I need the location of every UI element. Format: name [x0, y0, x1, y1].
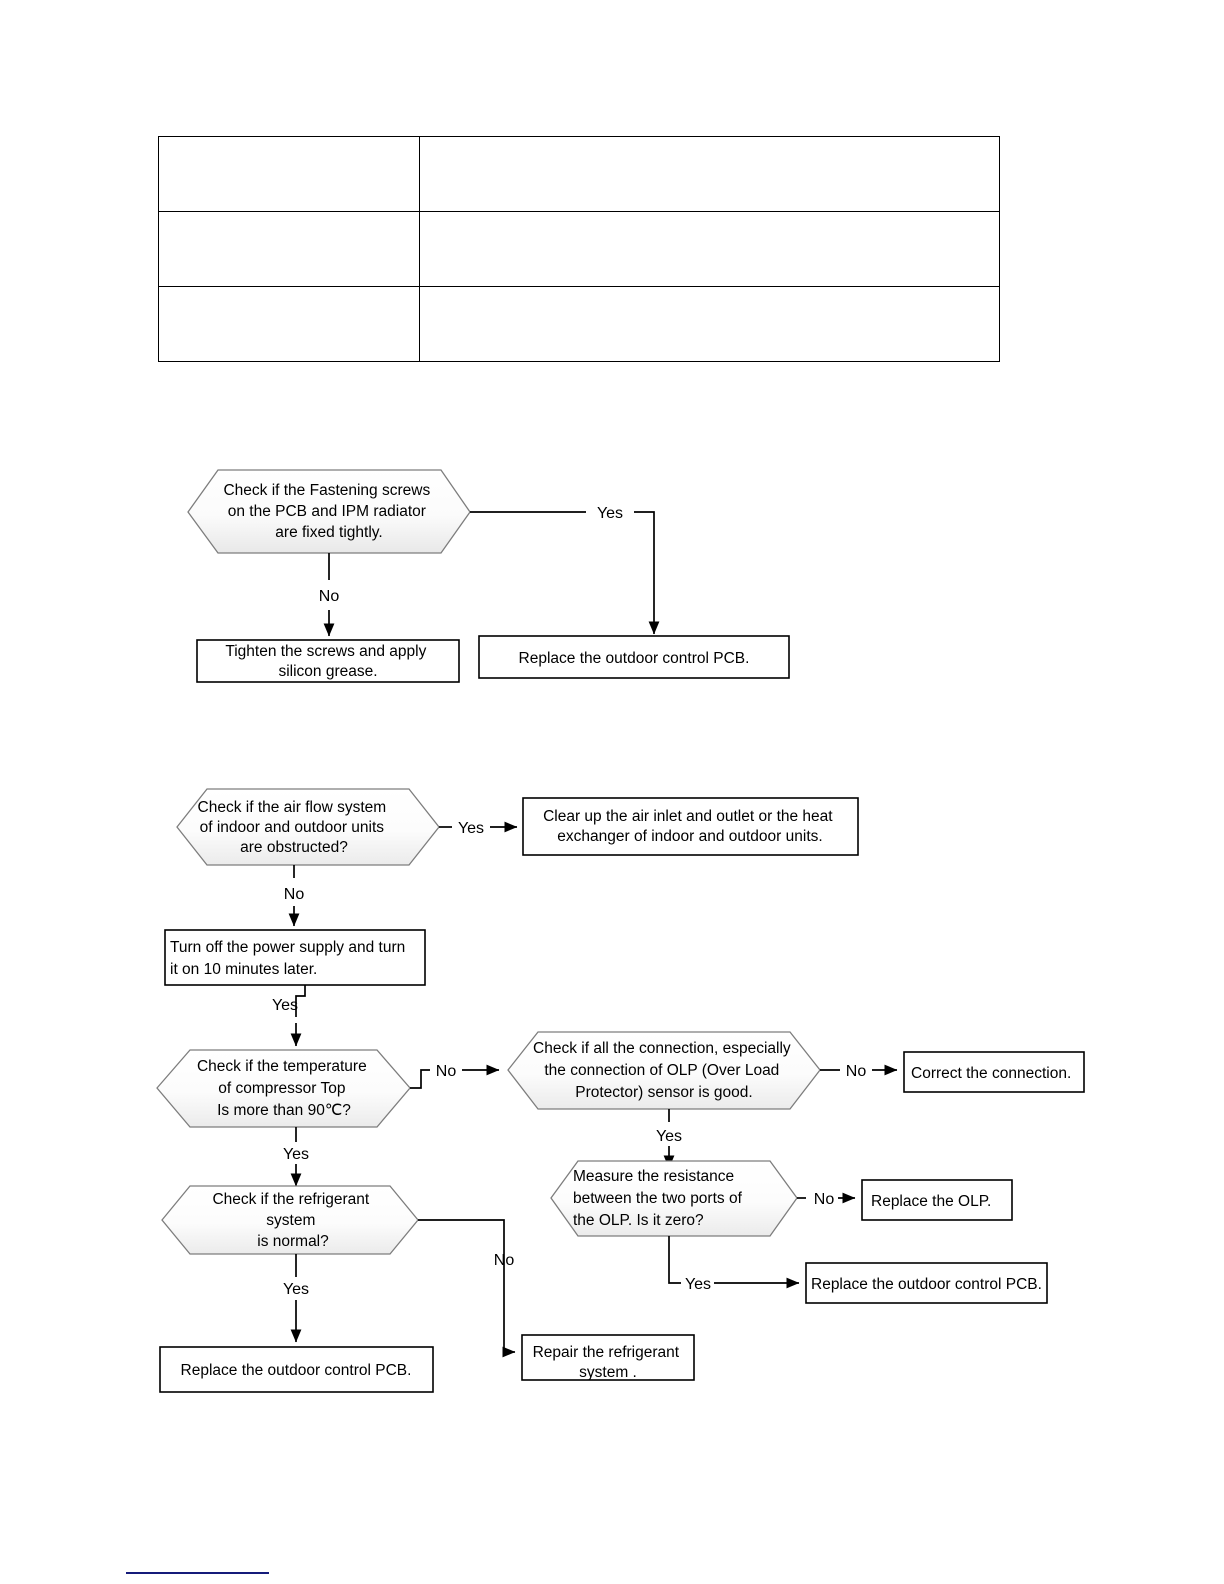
edge-label-no: No — [319, 588, 340, 605]
node-check-connection[interactable]: Check if all the connection, especially … — [507, 1031, 821, 1110]
table-row — [158, 211, 1000, 287]
edge-power-cycle-yes: Yes — [272, 985, 306, 1047]
table-row — [158, 136, 1000, 212]
edge-measure-yes: Yes — [668, 1236, 800, 1293]
node-tighten-screws-text: Tighten the screws and apply silicon gre… — [225, 643, 430, 680]
node-replace-pcb-3-text: Replace the outdoor control PCB. — [181, 1362, 412, 1379]
edge-label-yes: Yes — [656, 1128, 682, 1145]
node-power-cycle-text: Turn off the power supply and turn it on… — [170, 939, 410, 978]
node-check-screws[interactable]: Check if the Fastening screws on the PCB… — [187, 469, 471, 554]
node-measure-resistance[interactable]: Measure the resistance between the two p… — [550, 1160, 798, 1237]
edge-label-yes: Yes — [283, 1146, 309, 1163]
node-tighten-screws[interactable]: Tighten the screws and apply silicon gre… — [196, 639, 460, 683]
edge-label-yes: Yes — [458, 820, 484, 837]
node-replace-pcb-2[interactable]: Replace the outdoor control PCB. — [805, 1262, 1048, 1304]
node-correct-connection-text: Correct the connection. — [911, 1065, 1071, 1082]
edge-measure-no: No — [797, 1191, 856, 1208]
flowchart-fastening-screws: Check if the Fastening screws on the PCB… — [0, 440, 1224, 710]
node-check-airflow-text: Check if the air flow system of indoor a… — [198, 799, 391, 856]
edge-connection-yes: Yes — [656, 1109, 682, 1169]
edge-label-no: No — [494, 1252, 515, 1269]
edge-temp-yes: Yes — [283, 1127, 309, 1187]
node-repair-refrigerant[interactable]: Repair the refrigerant system . — [521, 1334, 695, 1381]
node-repair-refrigerant-text: Repair the refrigerant system . — [533, 1344, 684, 1381]
edge-connection-no: No — [820, 1063, 898, 1080]
edge-refrigerant-yes: Yes — [283, 1254, 309, 1343]
node-check-screws-text: Check if the Fastening screws on the PCB… — [223, 482, 434, 541]
node-clear-air-inlet-text: Clear up the air inlet and outlet or the… — [543, 808, 837, 845]
node-replace-olp-text: Replace the OLP. — [871, 1193, 991, 1210]
table-row — [158, 286, 1000, 362]
specification-table — [158, 136, 1000, 362]
node-check-temp[interactable]: Check if the temperature of compressor T… — [156, 1049, 411, 1128]
table-cell-value-2 — [419, 286, 1000, 362]
node-replace-pcb-2-text: Replace the outdoor control PCB. — [811, 1276, 1042, 1293]
edge-label-yes: Yes — [283, 1281, 309, 1298]
node-check-refrigerant[interactable]: Check if the refrigerant system is norma… — [161, 1185, 419, 1255]
table-cell-label-2 — [158, 286, 420, 362]
edge-label-yes: Yes — [597, 505, 623, 522]
table-cell-label-0 — [158, 136, 420, 212]
node-check-refrigerant-text: Check if the refrigerant system is norma… — [212, 1191, 373, 1250]
edge-label-no: No — [284, 886, 305, 903]
node-clear-air-inlet[interactable]: Clear up the air inlet and outlet or the… — [522, 797, 859, 856]
table-cell-value-0 — [419, 136, 1000, 212]
footer-rule — [126, 1572, 269, 1574]
edge-temp-no: No — [410, 1063, 500, 1089]
edge-label-no: No — [846, 1063, 867, 1080]
edge-check-screws-yes: Yes — [470, 505, 660, 635]
node-correct-connection[interactable]: Correct the connection. — [903, 1051, 1085, 1093]
edge-check-screws-no: No — [319, 553, 340, 637]
table-cell-label-1 — [158, 211, 420, 287]
node-check-temp-text: Check if the temperature of compressor T… — [197, 1058, 371, 1119]
node-replace-pcb-1[interactable]: Replace the outdoor control PCB. — [478, 635, 790, 679]
edge-label-no: No — [436, 1063, 457, 1080]
node-replace-pcb-1-text: Replace the outdoor control PCB. — [519, 650, 750, 667]
node-power-cycle[interactable]: Turn off the power supply and turn it on… — [164, 929, 426, 986]
flowchart-airflow-olp: Check if the air flow system of indoor a… — [0, 770, 1224, 1430]
edge-airflow-yes: Yes — [439, 820, 518, 837]
table-cell-value-1 — [419, 211, 1000, 287]
node-check-airflow[interactable]: Check if the air flow system of indoor a… — [176, 788, 440, 866]
edge-airflow-no: No — [284, 865, 305, 927]
edge-label-yes: Yes — [685, 1276, 711, 1293]
edge-label-yes: Yes — [272, 997, 298, 1014]
edge-refrigerant-no: No — [418, 1219, 516, 1358]
node-measure-resistance-text: Measure the resistance between the two p… — [573, 1168, 746, 1229]
edge-label-no: No — [814, 1191, 835, 1208]
node-replace-pcb-3[interactable]: Replace the outdoor control PCB. — [159, 1346, 434, 1393]
node-check-connection-text: Check if all the connection, especially … — [533, 1040, 795, 1101]
node-replace-olp[interactable]: Replace the OLP. — [861, 1179, 1013, 1221]
